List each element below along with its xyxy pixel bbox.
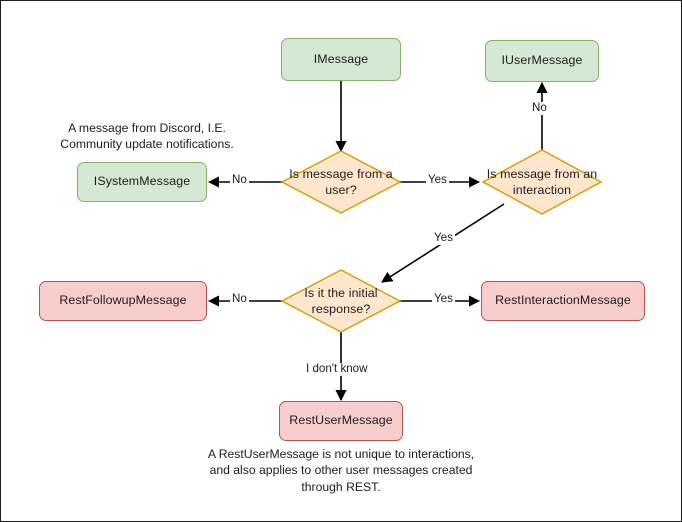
edge-label-from-user-yes: Yes (426, 173, 449, 187)
decision-from-interaction[interactable]: Is message from an interaction (483, 150, 601, 214)
edge-label-from-user-no: No (230, 173, 249, 187)
node-iusermessage[interactable]: IUserMessage (485, 40, 599, 82)
node-restfollowupmessage-label: RestFollowupMessage (59, 293, 187, 308)
edge-label-from-interaction-yes: Yes (432, 231, 455, 245)
note-system-message: A message from Discord, I.E. Community u… (60, 121, 234, 152)
edge-label-initial-response-unknown: I don't know (304, 362, 370, 376)
edge-label-from-interaction-no: No (530, 101, 549, 115)
decision-from-user-label: Is message from a user? (289, 166, 393, 197)
node-restfollowupmessage[interactable]: RestFollowupMessage (39, 281, 207, 321)
node-imessage[interactable]: IMessage (281, 38, 401, 81)
edge-label-initial-response-yes: Yes (432, 292, 455, 306)
node-isystemmessage-label: ISystemMessage (93, 174, 191, 189)
node-iusermessage-label: IUserMessage (501, 53, 583, 68)
note-rest-user-message: A RestUserMessage is not unique to inter… (207, 447, 475, 494)
node-restinteractionmessage[interactable]: RestInteractionMessage (481, 281, 645, 321)
node-isystemmessage[interactable]: ISystemMessage (77, 162, 207, 202)
edge-label-initial-response-no: No (230, 292, 249, 306)
node-restinteractionmessage-label: RestInteractionMessage (495, 293, 631, 308)
decision-initial-response-label: Is it the initial response? (304, 285, 378, 316)
node-restusermessage[interactable]: RestUserMessage (279, 401, 403, 441)
node-restusermessage-label: RestUserMessage (289, 413, 393, 428)
decision-from-interaction-label: Is message from an interaction (486, 166, 598, 197)
node-imessage-label: IMessage (313, 51, 369, 66)
decision-from-user[interactable]: Is message from a user? (282, 151, 400, 213)
decision-initial-response[interactable]: Is it the initial response? (282, 270, 400, 332)
